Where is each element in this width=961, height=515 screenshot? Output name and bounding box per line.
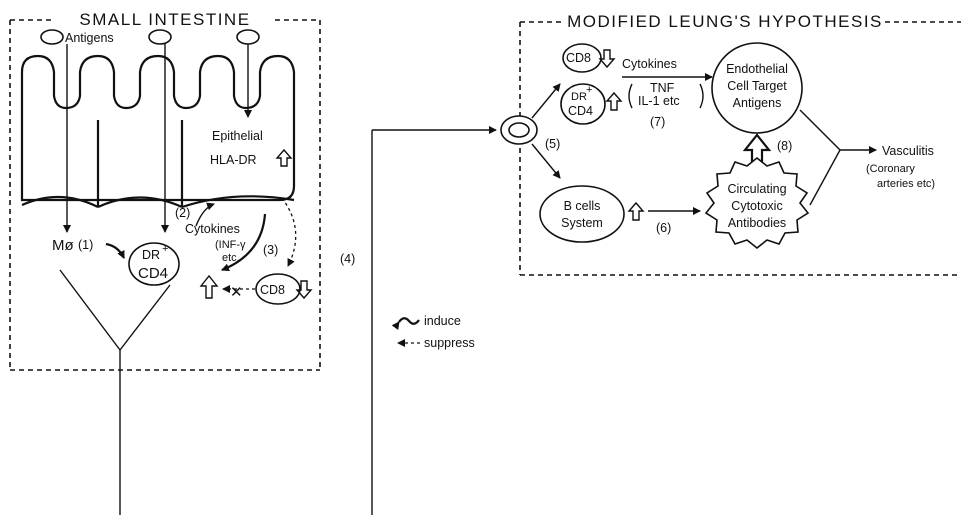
step-2-label: (2): [175, 206, 190, 220]
step-8-label: (8): [777, 139, 792, 153]
tnf-label: TNF: [650, 81, 675, 95]
hyp-cd8-label: CD8: [566, 51, 591, 65]
endothelial-line-2: Cell Target: [727, 79, 787, 93]
b-cell-line-1: B cells: [564, 199, 601, 213]
coronary-line-2: arteries etc): [877, 178, 935, 190]
dr-superscript: +: [162, 243, 168, 255]
antigen-2: [149, 30, 171, 44]
dr-label: DR: [142, 248, 160, 262]
cd4-label: CD4: [138, 265, 168, 282]
antigen-3: [237, 30, 259, 44]
circulating-line-2: Cytotoxic: [731, 199, 782, 213]
epithelium-outline: [22, 56, 294, 200]
induce-legend-icon: [399, 318, 419, 324]
step-5-label: (5): [545, 137, 560, 151]
hypothesis-title: MODIFIED LEUNG'S HYPOTHESIS: [567, 12, 883, 31]
step-6-label: (6): [656, 221, 671, 235]
step-7-label: (7): [650, 115, 665, 129]
vasculitis-label: Vasculitis: [882, 144, 934, 158]
endothelial-line-3: Antigens: [733, 96, 782, 110]
antigens-label: Antigens: [65, 31, 114, 45]
epithelium-to-cd8-dashed-arrow: [282, 198, 296, 266]
il1-label: IL-1 etc: [638, 94, 680, 108]
hyp-cd4-label: CD4: [568, 104, 593, 118]
cd8-label: CD8: [260, 283, 285, 297]
coronary-line-1: (Coronary: [866, 163, 915, 175]
suppress-legend-label: suppress: [424, 336, 475, 350]
hyp-cytokines-label: Cytokines: [622, 57, 677, 71]
hyp-cd4-up-arrow-icon: [607, 93, 621, 110]
induce-legend-label: induce: [424, 314, 461, 328]
suppress-x-icon: ✕: [230, 284, 243, 301]
b-cell-line-2: System: [561, 216, 603, 230]
cytokines-label: Cytokines: [185, 222, 240, 236]
macrophage-merge-line: [60, 270, 120, 350]
endothelium-to-vasculitis-line: [800, 110, 840, 150]
cd4-merge-line: [120, 285, 170, 350]
inf-gamma-label: (INF-γ: [215, 239, 246, 251]
b-cell-up-arrow-icon: [629, 203, 643, 220]
legend: induce suppress: [398, 314, 475, 350]
b-cell-system: [540, 186, 624, 242]
hla-dr-label: HLA-DR: [210, 153, 257, 167]
small-intestine-panel: SMALL INTESTINE Antigens Epithelial HLA-…: [10, 10, 320, 370]
macrophage-induce-arrow: [106, 244, 124, 258]
antibodies-to-vasculitis-line: [810, 150, 840, 205]
epithelial-cell-divider-1: [22, 197, 98, 207]
presenting-antigen: [509, 123, 529, 137]
epithelial-label: Epithelial: [212, 129, 263, 143]
step-4-label: (4): [340, 252, 355, 266]
hypothesis-panel: MODIFIED LEUNG'S HYPOTHESIS (5) CD8 Cyto…: [501, 12, 961, 275]
hyp-cd8-down-arrow-icon: [600, 50, 614, 67]
to-t-cells-arrow: [532, 84, 560, 118]
cd4-up-arrow-icon: [201, 276, 217, 298]
circulating-line-1: Circulating: [727, 182, 786, 196]
step-3-label: (3): [263, 243, 278, 257]
tnf-left-bracket: [629, 84, 632, 108]
small-intestine-title: SMALL INTESTINE: [79, 10, 250, 29]
epithelial-cell-divider-3: [182, 196, 294, 207]
hyp-dr-superscript: +: [586, 84, 592, 96]
tnf-right-bracket: [700, 84, 703, 108]
antigen-1: [41, 30, 63, 44]
endothelial-line-1: Endothelial: [726, 62, 788, 76]
step-1-label: (1): [78, 238, 93, 252]
circulating-line-3: Antibodies: [728, 216, 786, 230]
macrophage-label: Mø: [52, 237, 74, 254]
hyp-dr-label: DR: [571, 91, 587, 103]
hla-dr-up-arrow-icon: [277, 150, 291, 166]
